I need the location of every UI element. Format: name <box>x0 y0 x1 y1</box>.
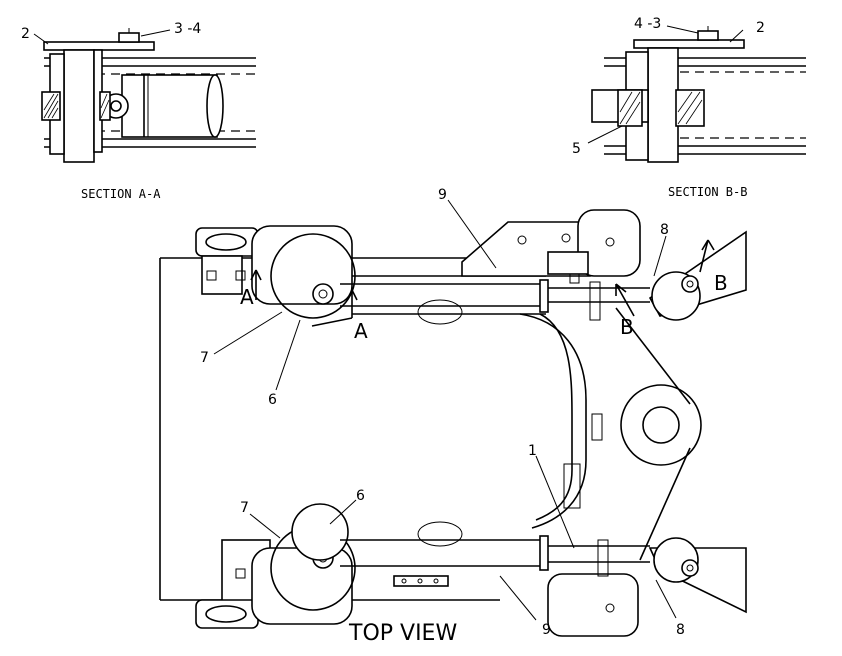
section-marker-b-left: B <box>620 315 634 339</box>
top-view-assembly: 9 8 7 6 1 7 6 9 8 A A B B TOP VIEW <box>159 187 747 646</box>
callout-7-bottom: 7 <box>240 500 249 516</box>
callout-9-bottom: 9 <box>542 622 551 638</box>
callout-1: 1 <box>528 443 537 459</box>
callout-4-3-section-b: 4 -3 <box>634 16 661 32</box>
callout-2-section-a: 2 <box>21 26 30 42</box>
section-marker-b-right: B <box>714 271 728 295</box>
section-marker-a-right: A <box>354 319 368 343</box>
callout-8-bottom: 8 <box>676 622 685 638</box>
section-b-b-detail: 4 -3 2 5 SECTION B-B <box>572 16 806 199</box>
section-marker-a-left: A <box>240 285 254 309</box>
callout-5-section-b: 5 <box>572 141 581 157</box>
callout-8-top: 8 <box>660 222 669 238</box>
top-view-title: TOP VIEW <box>348 621 457 646</box>
callout-7-top: 7 <box>200 350 209 366</box>
section-b-b-title: SECTION B-B <box>668 185 747 199</box>
callout-9-top: 9 <box>438 187 447 203</box>
callout-6-top: 6 <box>268 392 277 408</box>
section-a-a-detail: 2 3 -4 SECTION A-A <box>21 21 256 201</box>
callout-6-bottom: 6 <box>356 488 365 504</box>
callout-3-4-section-a: 3 -4 <box>174 21 201 37</box>
callout-2-section-b: 2 <box>756 20 765 36</box>
section-a-a-title: SECTION A-A <box>81 187 161 201</box>
